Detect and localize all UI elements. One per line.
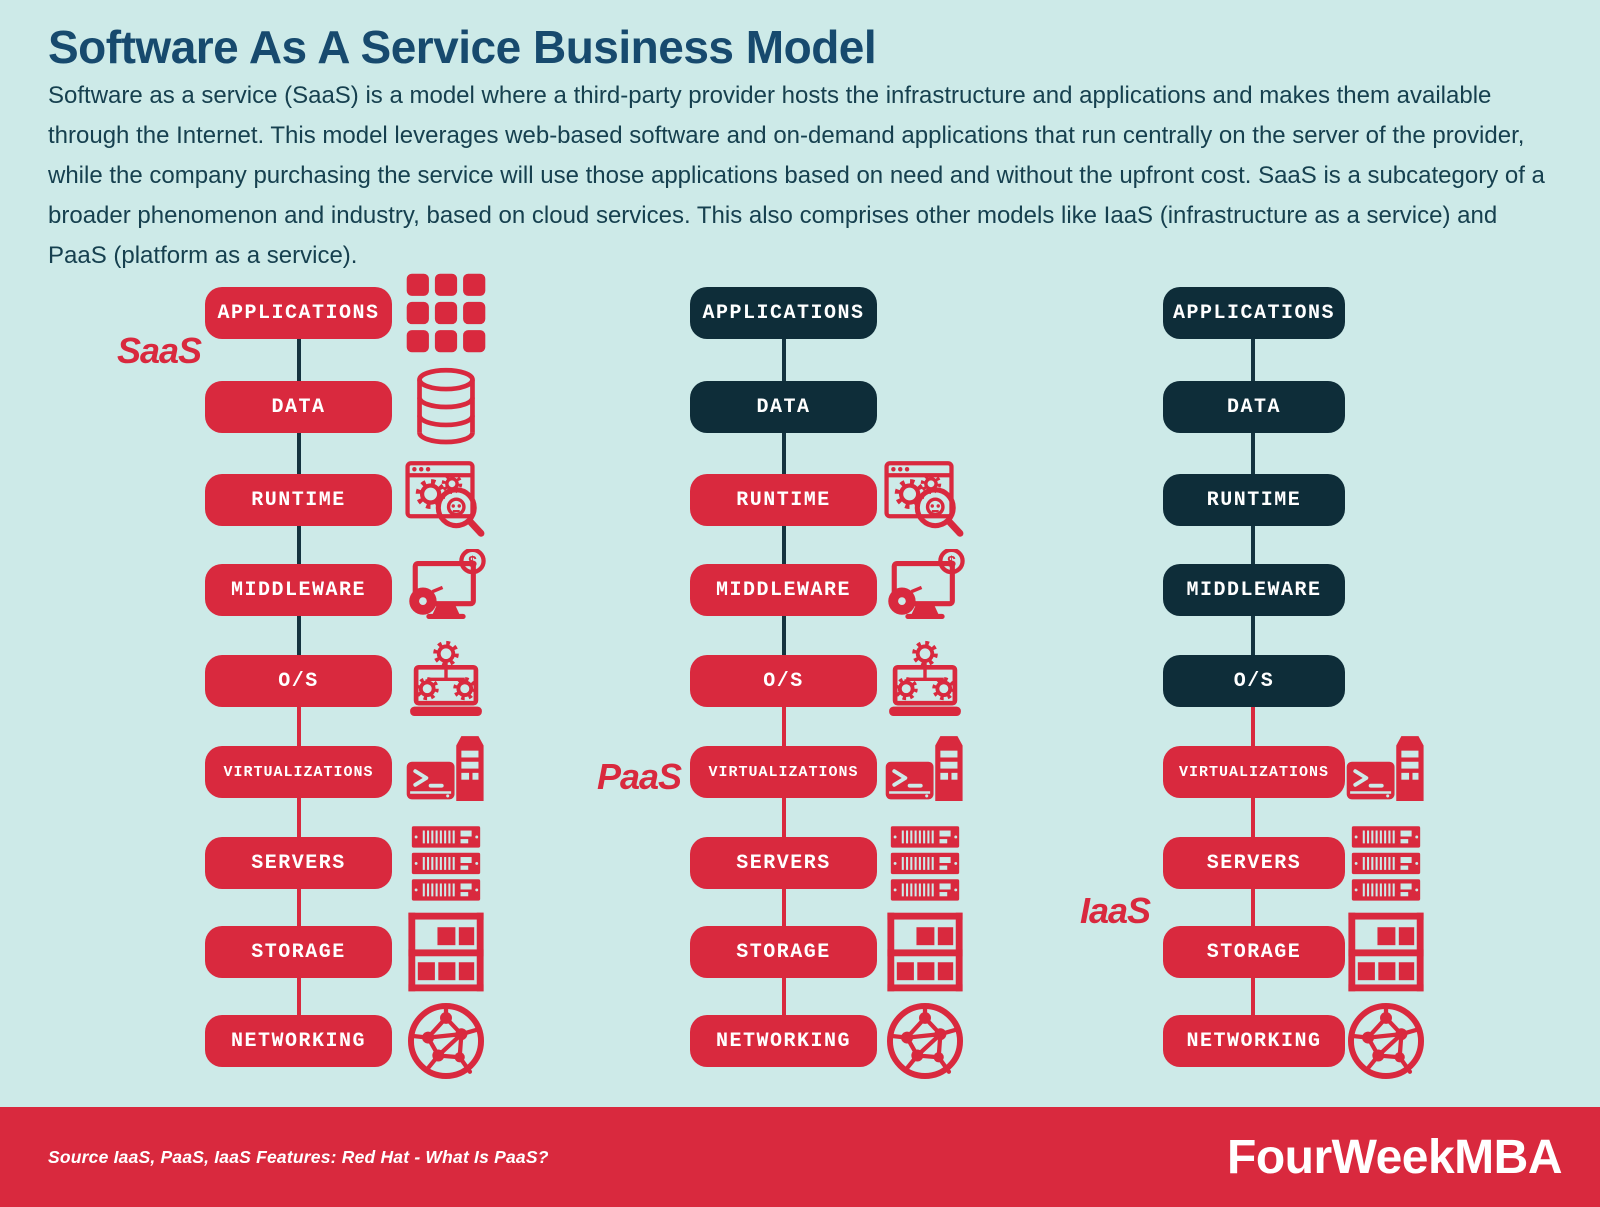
runtime-icon bbox=[405, 459, 487, 541]
layer-box-virtualizations: VIRTUALIZATIONS bbox=[690, 746, 877, 798]
database-icon bbox=[405, 366, 487, 448]
layer-box-middleware: MIDDLEWARE bbox=[690, 564, 877, 616]
layer-box-storage: STORAGE bbox=[205, 926, 392, 978]
storage-icon bbox=[884, 911, 966, 993]
source-credit: Source IaaS, PaaS, IaaS Features: Red Ha… bbox=[48, 1146, 549, 1167]
layer-box-o-s: O/S bbox=[690, 655, 877, 707]
layer-box-applications: APPLICATIONS bbox=[1163, 287, 1345, 339]
layer-box-middleware: MIDDLEWARE bbox=[1163, 564, 1345, 616]
virtualization-icon bbox=[884, 731, 966, 813]
page-title: Software As A Service Business Model bbox=[48, 21, 877, 73]
middleware-icon bbox=[405, 549, 487, 631]
layer-box-runtime: RUNTIME bbox=[1163, 474, 1345, 526]
layer-box-servers: SERVERS bbox=[205, 837, 392, 889]
layer-box-servers: SERVERS bbox=[690, 837, 877, 889]
layer-box-networking: NETWORKING bbox=[690, 1015, 877, 1067]
layer-box-o-s: O/S bbox=[205, 655, 392, 707]
virtualization-icon bbox=[1345, 731, 1427, 813]
layer-box-virtualizations: VIRTUALIZATIONS bbox=[205, 746, 392, 798]
side-label-paas: PaaS bbox=[597, 756, 682, 797]
layer-box-storage: STORAGE bbox=[690, 926, 877, 978]
column-saas: APPLICATIONS DATA RUNTIME MIDDLEWARE O/S VIRT… bbox=[205, 0, 505, 1100]
column-paas: APPLICATIONS DATA RUNTIME MIDDLEWARE O/S VIRT… bbox=[690, 0, 990, 1100]
networking-icon bbox=[884, 1000, 966, 1082]
os-icon bbox=[405, 640, 487, 722]
layer-box-virtualizations: VIRTUALIZATIONS bbox=[1163, 746, 1345, 798]
storage-icon bbox=[1345, 911, 1427, 993]
middleware-icon bbox=[884, 549, 966, 631]
layer-box-data: DATA bbox=[205, 381, 392, 433]
layer-box-runtime: RUNTIME bbox=[205, 474, 392, 526]
layer-box-middleware: MIDDLEWARE bbox=[205, 564, 392, 616]
layer-box-servers: SERVERS bbox=[1163, 837, 1345, 889]
networking-icon bbox=[405, 1000, 487, 1082]
apps-grid-icon bbox=[405, 272, 487, 354]
networking-icon bbox=[1345, 1000, 1427, 1082]
column-iaas: APPLICATIONS DATA RUNTIME MIDDLEWARE O/S VIRT… bbox=[1163, 0, 1463, 1100]
virtualization-icon bbox=[405, 731, 487, 813]
layer-box-networking: NETWORKING bbox=[205, 1015, 392, 1067]
runtime-icon bbox=[884, 459, 966, 541]
layer-box-data: DATA bbox=[1163, 381, 1345, 433]
servers-icon bbox=[884, 822, 966, 904]
layer-box-storage: STORAGE bbox=[1163, 926, 1345, 978]
side-label-iaas: IaaS bbox=[1080, 890, 1151, 931]
footer-bar: Source IaaS, PaaS, IaaS Features: Red Ha… bbox=[0, 1107, 1600, 1207]
layer-box-runtime: RUNTIME bbox=[690, 474, 877, 526]
storage-icon bbox=[405, 911, 487, 993]
servers-icon bbox=[1345, 822, 1427, 904]
layer-box-o-s: O/S bbox=[1163, 655, 1345, 707]
servers-icon bbox=[405, 822, 487, 904]
os-icon bbox=[884, 640, 966, 722]
layer-box-applications: APPLICATIONS bbox=[205, 287, 392, 339]
intro-paragraph: Software as a service (SaaS) is a model … bbox=[48, 82, 1545, 269]
layer-box-networking: NETWORKING bbox=[1163, 1015, 1345, 1067]
layer-box-applications: APPLICATIONS bbox=[690, 287, 877, 339]
layer-box-data: DATA bbox=[690, 381, 877, 433]
brand-logo: FourWeekMBA bbox=[1227, 1130, 1562, 1184]
side-label-saas: SaaS bbox=[117, 330, 202, 371]
